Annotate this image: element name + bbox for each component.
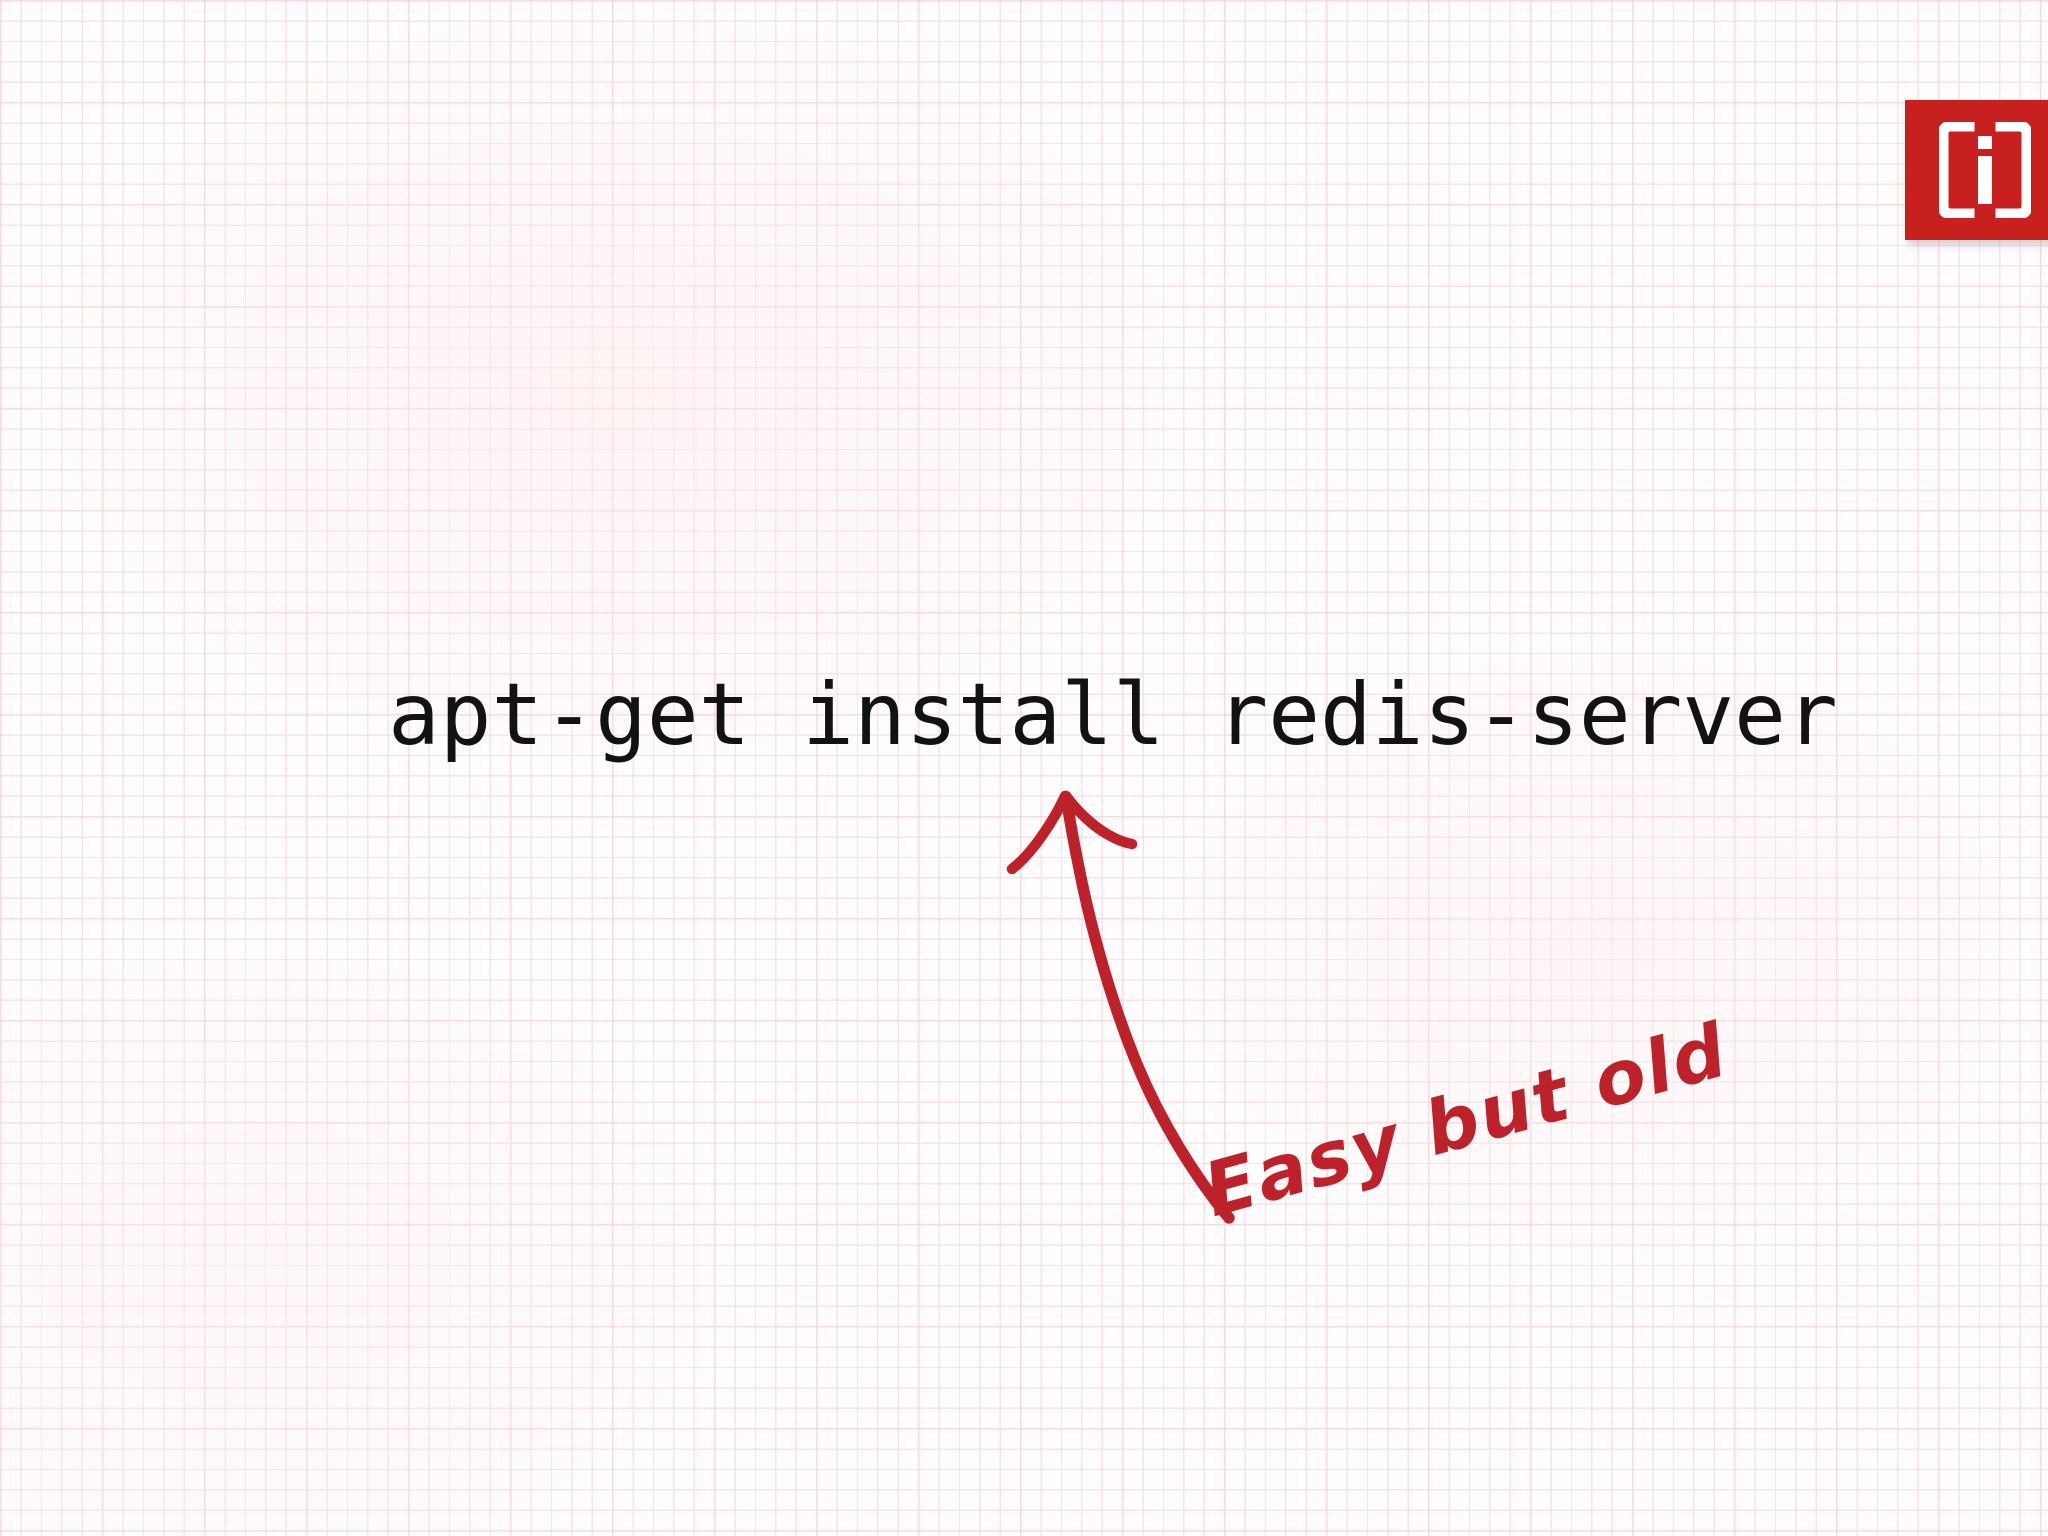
bracketed-i-icon — [1939, 122, 2031, 218]
command-text: apt-get install redis-server — [388, 665, 1838, 765]
bracketed-i-logo — [1905, 100, 2048, 240]
